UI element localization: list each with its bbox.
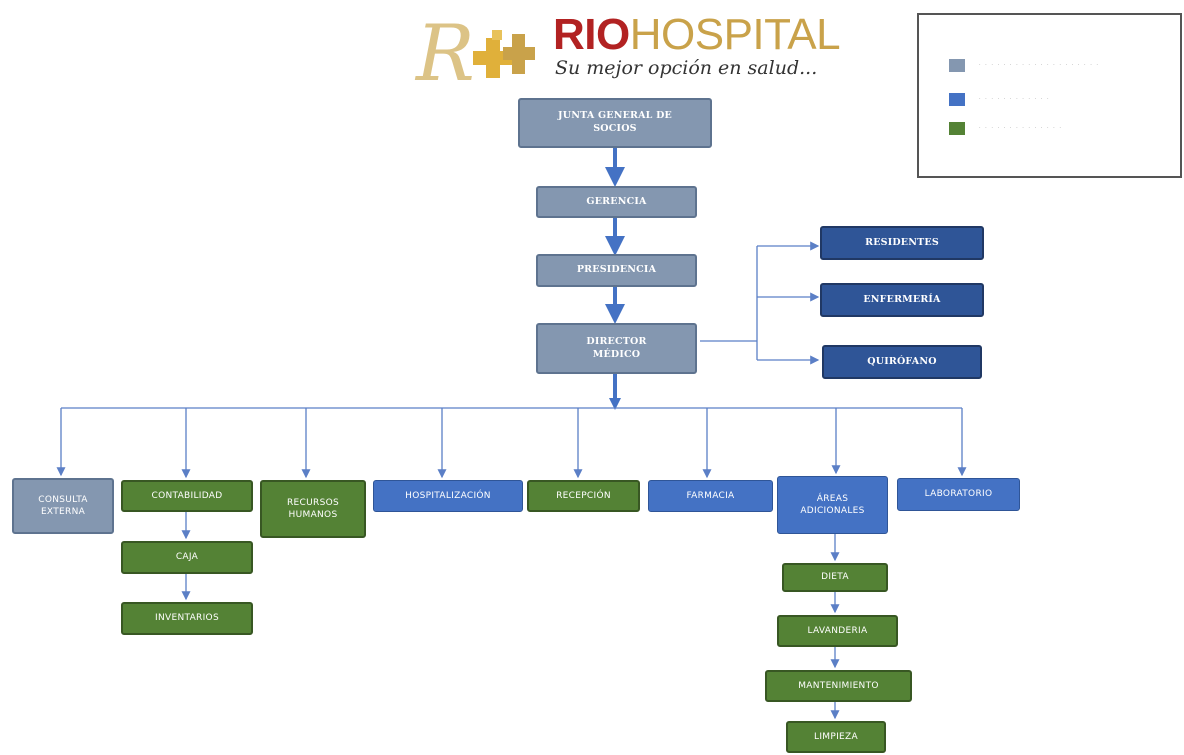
node-consulta-externa: CONSULTA EXTERNA	[12, 478, 114, 534]
svg-text:R: R	[414, 9, 475, 98]
node-gerencia: GERENCIA	[536, 186, 697, 218]
legend-item-medical: · · · · · · · · · · · ·	[949, 92, 1050, 106]
logo-tagline: Su mejor opción en salud...	[555, 57, 818, 79]
logo-brand-bold: RIO	[553, 10, 630, 59]
branch-lines	[56, 241, 967, 720]
legend-item-support: · · · · · · · · · · · · · ·	[949, 121, 1062, 135]
logo-emblem-icon: R	[414, 9, 535, 98]
legend-label: · · · · · · · · · · · · · ·	[979, 125, 1063, 131]
node-enfermeria: ENFERMERÍA	[820, 283, 984, 317]
logo-brand-light: HOSPITAL	[629, 10, 841, 59]
node-inventarios: INVENTARIOS	[121, 602, 253, 635]
legend-swatch	[949, 58, 965, 72]
node-caja: CAJA	[121, 541, 253, 574]
node-recursos-humanos: RECURSOS HUMANOS	[260, 480, 366, 538]
color-legend: · · · · · · · · · · · · · · · · · · · · …	[917, 13, 1182, 178]
node-dieta: DIETA	[782, 563, 888, 592]
node-director-medico: DIRECTOR MÉDICO	[536, 323, 697, 374]
legend-swatch	[949, 92, 965, 106]
node-junta-general: JUNTA GENERAL DE SOCIOS	[518, 98, 712, 148]
node-contabilidad: CONTABILIDAD	[121, 480, 253, 512]
node-limpieza: LIMPIEZA	[786, 721, 886, 753]
node-recepcion: RECEPCIÓN	[527, 480, 640, 512]
legend-label: · · · · · · · · · · · ·	[979, 96, 1051, 102]
legend-swatch	[949, 121, 965, 135]
node-lavanderia: LAVANDERIA	[777, 615, 898, 647]
node-residentes: RESIDENTES	[820, 226, 984, 260]
node-laboratorio: LABORATORIO	[897, 478, 1020, 511]
node-quirofano: QUIRÓFANO	[822, 345, 982, 379]
node-presidencia: PRESIDENCIA	[536, 254, 697, 287]
node-hospitalizacion: HOSPITALIZACIÓN	[373, 480, 523, 512]
node-mantenimiento: MANTENIMIENTO	[765, 670, 912, 702]
node-farmacia: FARMACIA	[648, 480, 773, 512]
legend-label: · · · · · · · · · · · · · · · · · · · ·	[979, 62, 1100, 68]
legend-item-admin: · · · · · · · · · · · · · · · · · · · ·	[949, 58, 1100, 72]
node-areas-adicionales: ÁREAS ADICIONALES	[777, 476, 888, 534]
